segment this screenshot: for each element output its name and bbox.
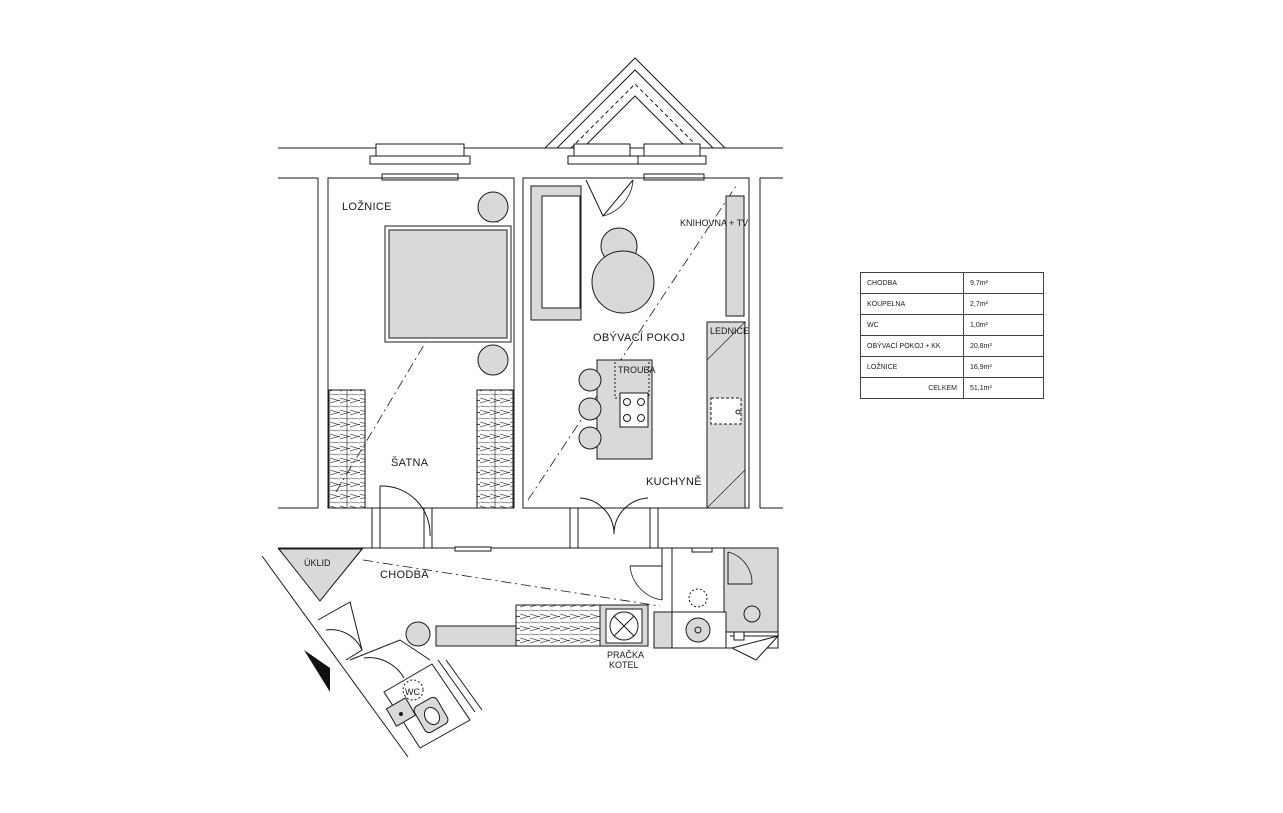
bed — [384, 225, 512, 343]
table-row: OBÝVACÍ POKOJ + KK 20,8m² — [860, 335, 1044, 357]
area-name: OBÝVACÍ POKOJ + KK — [860, 335, 964, 357]
area-name: CHODBA — [860, 272, 964, 294]
bathroom — [629, 547, 780, 661]
bar-stool — [578, 397, 602, 421]
area-table: CHODBA 9,7m² KOUPELNA 2,7m² WC 1,0m² OBÝ… — [860, 272, 1044, 399]
area-value: 2,7m² — [963, 293, 1044, 315]
nightstand-lamp-bottom — [477, 344, 509, 376]
table-row: LOŽNICE 16,9m² — [860, 356, 1044, 378]
room-label-trouba: TROUBA — [618, 365, 656, 375]
table-row: CHODBA 9,7m² — [860, 272, 1044, 294]
corridor-storage — [435, 604, 649, 647]
area-value: 20,8m² — [963, 335, 1044, 357]
room-label-kuchyne: KUCHYNĚ — [646, 475, 702, 488]
area-total-value: 51,1m² — [963, 377, 1044, 399]
area-name: KOUPELNA — [860, 293, 964, 315]
cleaning-closet — [277, 548, 364, 602]
window-living — [567, 143, 707, 181]
area-value: 9,7m² — [963, 272, 1044, 294]
room-label-knihovna-tv: KNIHOVNA + TV — [680, 218, 748, 228]
room-label-pracka: PRAČKA — [607, 650, 644, 660]
bookshelf-tv — [725, 195, 745, 317]
room-label-wc: WC — [405, 687, 420, 697]
room-label-kotel: KOTEL — [609, 660, 639, 670]
corridor-lamp — [405, 621, 431, 647]
wc-room — [317, 601, 483, 749]
room-label-uklid: ÚKLID — [304, 558, 331, 568]
area-name: WC — [860, 314, 964, 336]
table-row: WC 1,0m² — [860, 314, 1044, 336]
area-name: LOŽNICE — [860, 356, 964, 378]
area-value: 1,0m² — [963, 314, 1044, 336]
bar-stool — [578, 368, 602, 392]
bay-window-swing — [585, 179, 634, 217]
coffee-table-large — [591, 250, 655, 314]
bay-window — [544, 57, 726, 149]
kitchen-counter — [706, 321, 746, 509]
sofa — [530, 185, 582, 321]
room-label-chodba: CHODBA — [380, 569, 429, 581]
room-label-satna: ŠATNA — [391, 456, 429, 469]
nightstand-lamp-top — [477, 191, 509, 223]
north-arrow — [304, 650, 330, 692]
room-label-loznice: LOŽNICE — [342, 200, 392, 213]
bedroom-door — [371, 485, 433, 549]
room-label-obyvaci-pokoj: OBÝVACÍ POKOJ — [593, 331, 685, 344]
table-row-total: CELKEM 51,1m² — [860, 377, 1044, 399]
living-room-door — [569, 497, 659, 549]
bar-stool — [578, 426, 602, 450]
area-total-label: CELKEM — [860, 377, 964, 399]
corridor — [261, 546, 672, 758]
room-label-lednice: LEDNICE — [710, 326, 749, 336]
window-bedroom — [369, 143, 471, 181]
table-row: KOUPELNA 2,7m² — [860, 293, 1044, 315]
area-value: 16,9m² — [963, 356, 1044, 378]
